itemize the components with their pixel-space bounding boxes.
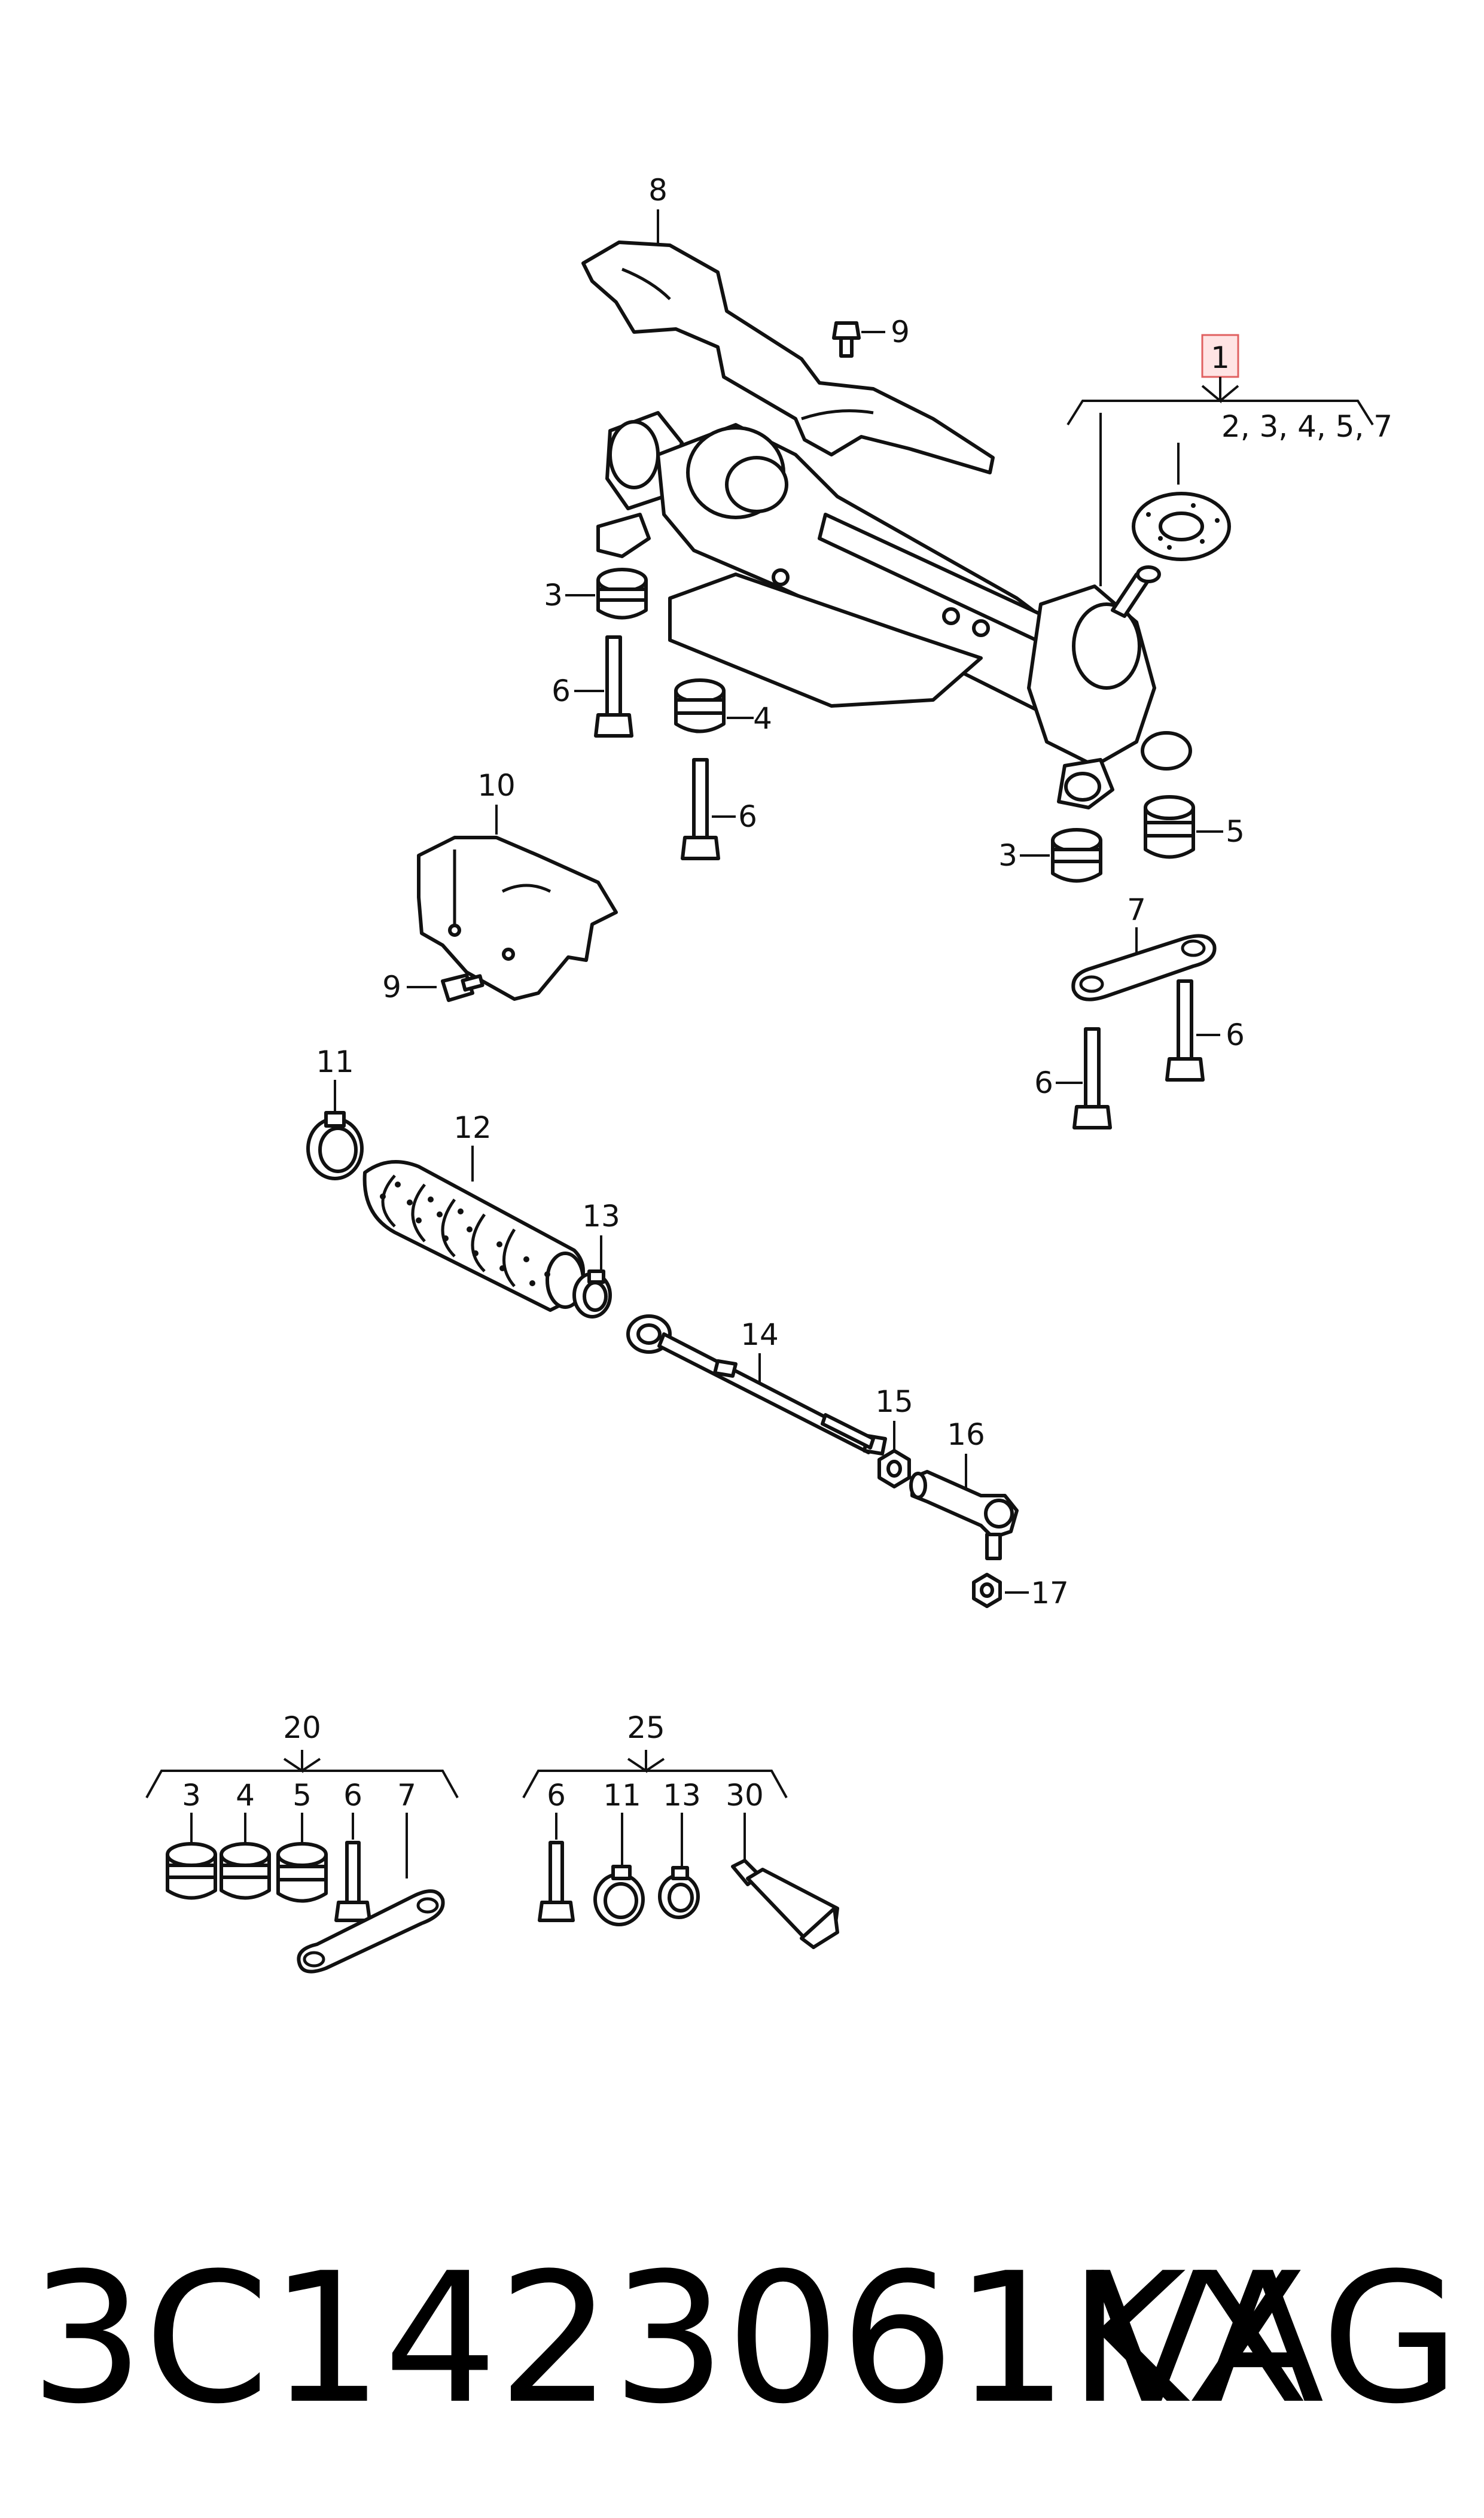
callout-9-lower-label: 9 [382, 970, 401, 1004]
nut-part-15[interactable] [877, 1449, 911, 1488]
callout-1-label: 1 [1211, 340, 1230, 375]
kit-25-item-6: 6 [547, 1778, 566, 1813]
spacer-plate-part-7[interactable] [1071, 934, 1217, 1001]
kit-20-group[interactable]: 20 3 4 5 6 7 [145, 1710, 459, 1974]
kit-25-group[interactable]: 25 6 11 13 30 [522, 1710, 839, 1949]
callout-11-label: 11 [316, 1045, 354, 1079]
callout-6-right-b-label: 6 [1034, 1065, 1053, 1100]
nut-part-17[interactable] [972, 1573, 1002, 1608]
bushing-part-5[interactable] [1144, 795, 1195, 859]
clamp-part-13[interactable] [572, 1269, 612, 1319]
kit-20-item-3: 3 [182, 1778, 201, 1813]
callout-3-upper-label: 3 [544, 578, 563, 613]
steering-rack-housing[interactable] [596, 411, 1192, 809]
callout-3-lower-label: 3 [998, 838, 1017, 873]
callout-7-label: 7 [1127, 893, 1146, 927]
callout-1-group-label: 2, 3, 4, 5, 7 [1221, 409, 1392, 444]
kit-20-item-4: 4 [236, 1778, 255, 1813]
bushing-part-3-upper[interactable] [596, 568, 648, 620]
callout-4-label: 4 [753, 701, 772, 736]
kit-20-item-5: 5 [292, 1778, 312, 1813]
part-number: 3C1423061KX [30, 2234, 1309, 2443]
rubber-boot-part-12[interactable] [362, 1160, 585, 1312]
kit-20-item-7: 7 [397, 1778, 416, 1813]
bolt-part-6-right-a[interactable] [1165, 979, 1205, 1082]
bolt-part-9-top[interactable] [832, 321, 861, 358]
brand-name: VAG [1090, 2234, 1460, 2443]
kit-25-item-13: 13 [663, 1778, 701, 1813]
kit-20-bracket [145, 1750, 459, 1798]
clamp-part-11[interactable] [306, 1111, 364, 1180]
bushing-part-4[interactable] [674, 678, 726, 733]
callout-12-label: 12 [453, 1110, 492, 1145]
bushing-part-3-lower[interactable] [1051, 828, 1102, 883]
heat-shield-part-10[interactable] [417, 836, 618, 1001]
callout-1-highlight[interactable]: 1 [1201, 334, 1239, 378]
bolt-part-6-middle[interactable] [681, 758, 720, 860]
kit-20-label: 20 [283, 1710, 321, 1745]
callout-13-label: 13 [582, 1199, 620, 1234]
callout-6-left-label: 6 [551, 674, 571, 708]
kit-25-label: 25 [627, 1710, 665, 1745]
callout-9-top-label: 9 [891, 315, 910, 349]
callout-5-label: 5 [1226, 814, 1245, 849]
heat-shield-part-8[interactable] [581, 240, 995, 474]
callout-14-label: 14 [741, 1317, 779, 1352]
kit-25-item-30: 30 [726, 1778, 764, 1813]
kit-20-item-6: 6 [343, 1778, 362, 1813]
callout-8-label: 8 [648, 173, 668, 208]
callout-10-label: 10 [477, 768, 516, 803]
bolt-part-6-right-b[interactable] [1072, 1027, 1112, 1129]
bolt-part-6-left[interactable] [594, 635, 633, 738]
callout-1-bracket [1066, 377, 1374, 426]
callout-16-label: 16 [947, 1417, 985, 1452]
kit-25-bracket [522, 1750, 788, 1798]
bolt-part-9-lower[interactable] [441, 973, 484, 1002]
callout-6-right-a-label: 6 [1226, 1018, 1245, 1052]
pinion-seal-ring[interactable] [1132, 492, 1231, 561]
callout-15-label: 15 [875, 1384, 913, 1419]
tie-rod-end-part-16[interactable] [909, 1470, 1019, 1560]
callout-17-label: 17 [1031, 1576, 1069, 1610]
callout-6-middle-label: 6 [738, 799, 757, 834]
tie-rod-part-14[interactable] [626, 1314, 887, 1456]
kit-25-item-11: 11 [603, 1778, 641, 1813]
